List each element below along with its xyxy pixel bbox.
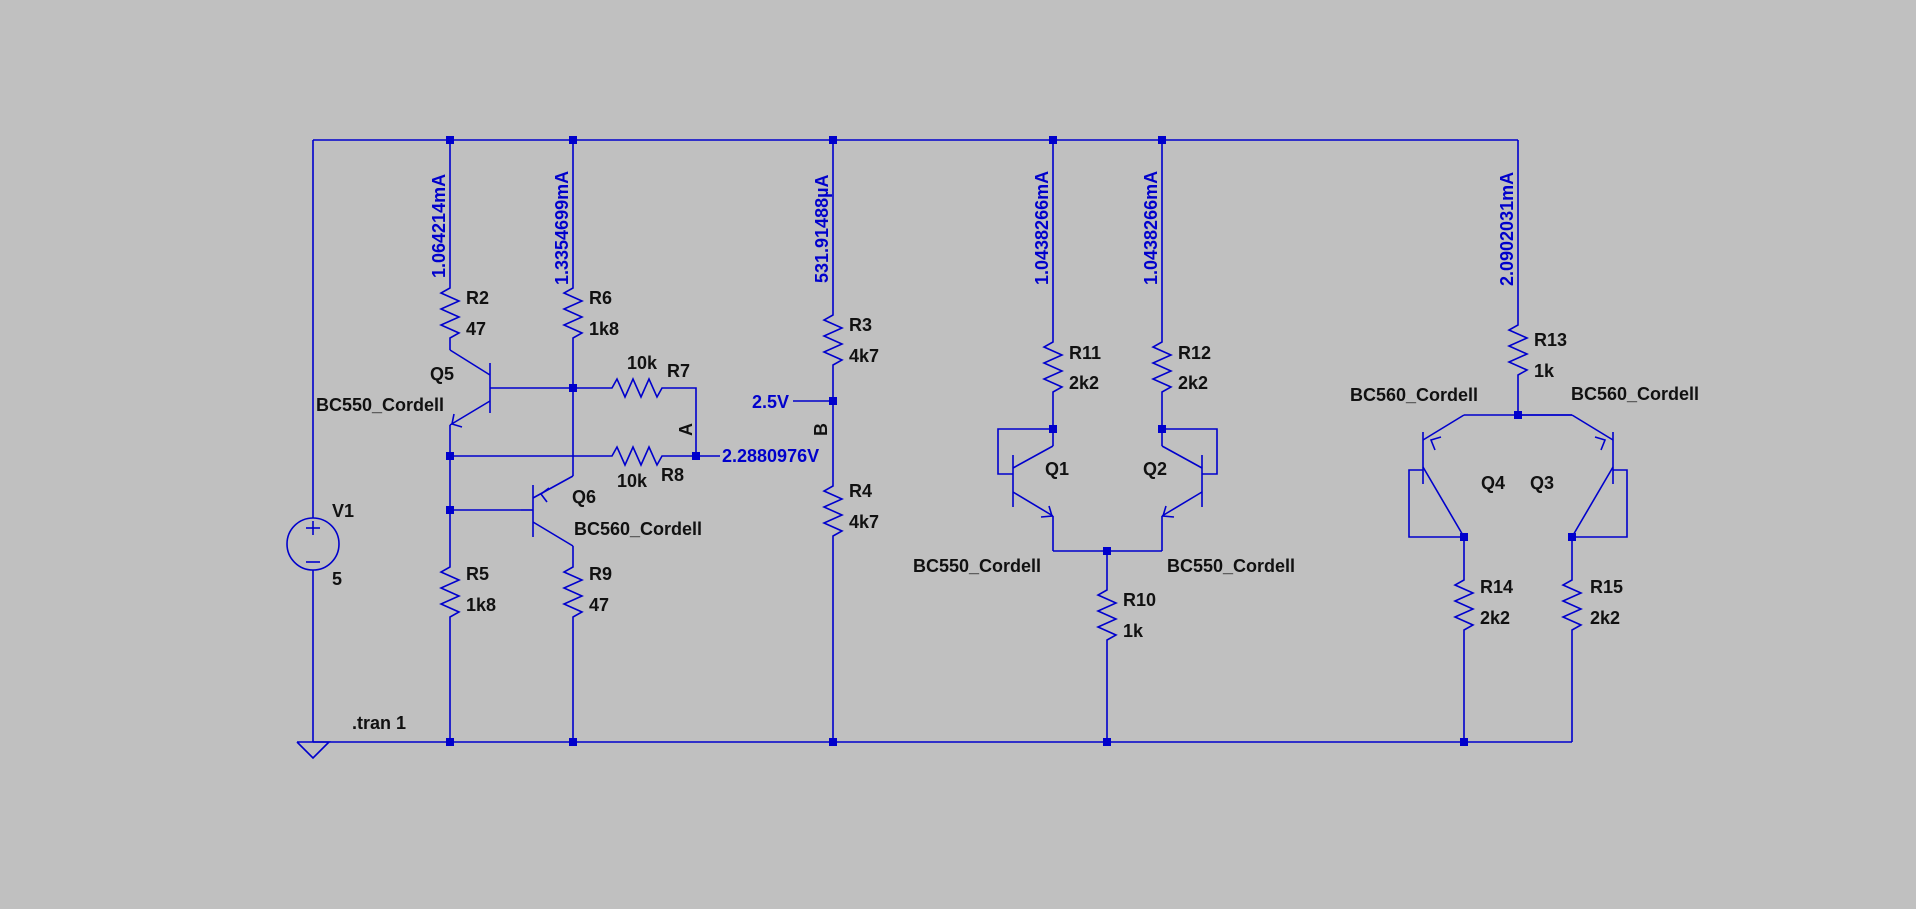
- r14-value: 2k2: [1480, 608, 1510, 628]
- v1-value: 5: [332, 569, 342, 589]
- resistor-r3[interactable]: [822, 140, 844, 480]
- wire-col1-mid[interactable]: [449, 455, 606, 560]
- r15-value: 2k2: [1590, 608, 1620, 628]
- q5-model: BC550_Cordell: [316, 395, 444, 415]
- resistor-r6[interactable]: [562, 140, 584, 476]
- resistor-r5[interactable]: [439, 560, 461, 742]
- r3-label: R3: [849, 315, 872, 335]
- q4-label: Q4: [1481, 473, 1505, 493]
- r2-value: 47: [466, 319, 486, 339]
- transistor-q3[interactable]: [1518, 414, 1628, 573]
- q4-model: BC560_Cordell: [1350, 385, 1478, 405]
- current-r12[interactable]: 1.0438266mA: [1141, 171, 1161, 285]
- r4-label: R4: [849, 481, 872, 501]
- resistor-r14[interactable]: [1453, 573, 1475, 742]
- r6-value: 1k8: [589, 319, 619, 339]
- q6-model: BC560_Cordell: [574, 519, 702, 539]
- current-r11[interactable]: 1.0438266mA: [1032, 171, 1052, 285]
- transistor-q4[interactable]: [1408, 414, 1465, 573]
- current-r13[interactable]: 2.0902031mA: [1497, 172, 1517, 286]
- q5-label: Q5: [430, 364, 454, 384]
- r9-value: 47: [589, 595, 609, 615]
- r10-label: R10: [1123, 590, 1156, 610]
- resistor-r4[interactable]: [822, 480, 844, 742]
- q3-model: BC560_Cordell: [1571, 384, 1699, 404]
- ground-icon: [296, 741, 331, 760]
- r6-label: R6: [589, 288, 612, 308]
- transistor-q1[interactable]: [997, 428, 1054, 551]
- q3-label: Q3: [1530, 473, 1554, 493]
- r12-label: R12: [1178, 343, 1211, 363]
- r13-label: R13: [1534, 330, 1567, 350]
- r14-label: R14: [1480, 577, 1513, 597]
- q2-label: Q2: [1143, 459, 1167, 479]
- r10-value: 1k: [1123, 621, 1144, 641]
- r3-value: 4k7: [849, 346, 879, 366]
- r8-label: R8: [661, 465, 684, 485]
- r7-label: R7: [667, 361, 690, 381]
- node-a-voltage[interactable]: 2.2880976V: [722, 446, 819, 466]
- r11-value: 2k2: [1069, 373, 1099, 393]
- net-label-a[interactable]: A: [676, 423, 696, 436]
- r12-value: 2k2: [1178, 373, 1208, 393]
- resistor-r2[interactable]: [439, 140, 461, 350]
- q1-label: Q1: [1045, 459, 1069, 479]
- voltage-source-v1[interactable]: [286, 140, 340, 742]
- resistor-r11[interactable]: [1042, 140, 1064, 429]
- v1-label: V1: [332, 501, 354, 521]
- r15-label: R15: [1590, 577, 1623, 597]
- q2-model: BC550_Cordell: [1167, 556, 1295, 576]
- r4-value: 4k7: [849, 512, 879, 532]
- q1-model: BC550_Cordell: [913, 556, 1041, 576]
- resistor-r12[interactable]: [1151, 140, 1173, 429]
- current-r2[interactable]: 1.064214mA: [429, 174, 449, 278]
- spice-directive[interactable]: .tran 1: [352, 713, 406, 733]
- transistor-q6[interactable]: [521, 475, 574, 560]
- resistor-r8[interactable]: [606, 445, 720, 467]
- current-r3[interactable]: 531.91488µA: [812, 175, 832, 283]
- r8-value: 10k: [617, 471, 648, 491]
- r13-value: 1k: [1534, 361, 1555, 381]
- resistor-r9[interactable]: [562, 560, 584, 742]
- r7-value: 10k: [627, 353, 658, 373]
- q6-label: Q6: [572, 487, 596, 507]
- node-b-voltage[interactable]: 2.5V: [752, 392, 789, 412]
- current-r6[interactable]: 1.3354699mA: [552, 171, 572, 285]
- r11-label: R11: [1069, 343, 1101, 363]
- r5-label: R5: [466, 564, 489, 584]
- resistor-r15[interactable]: [1561, 573, 1583, 742]
- resistor-r10[interactable]: [1096, 551, 1118, 742]
- net-label-b[interactable]: B: [811, 423, 831, 436]
- r9-label: R9: [589, 564, 612, 584]
- transistor-q5[interactable]: [449, 349, 573, 456]
- junction-dots: [446, 136, 1576, 746]
- resistor-r7[interactable]: [573, 377, 697, 456]
- r2-label: R2: [466, 288, 489, 308]
- resistor-r13[interactable]: [1507, 140, 1529, 415]
- r5-value: 1k8: [466, 595, 496, 615]
- transistor-q2[interactable]: [1161, 428, 1218, 551]
